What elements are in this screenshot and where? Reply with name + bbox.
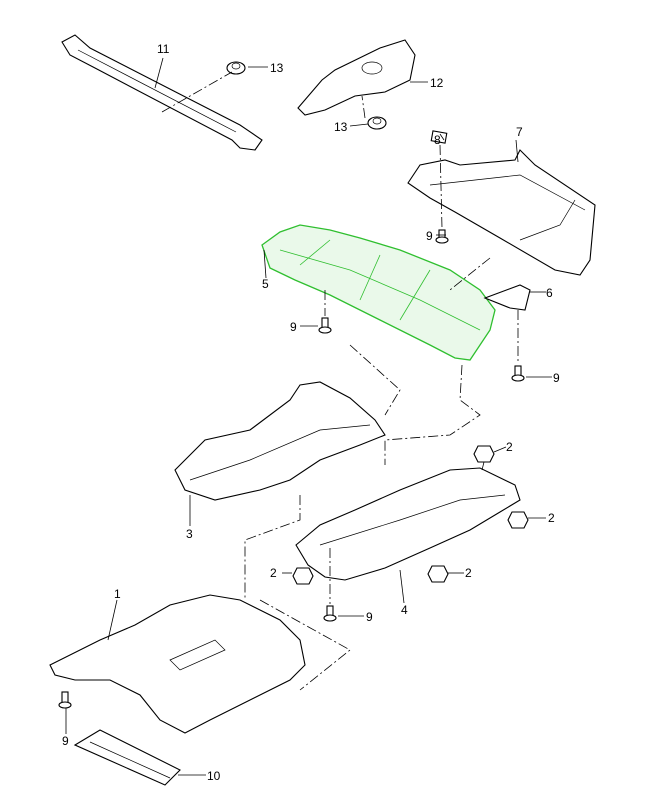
callout-6: 6 (546, 286, 553, 300)
part-1-front-panel[interactable] (49, 594, 306, 734)
callout-9: 9 (426, 229, 433, 243)
callout-11: 11 (157, 42, 170, 56)
leader-lines (65, 57, 552, 776)
callout-9: 9 (62, 734, 69, 748)
part-5-center-panel-highlighted[interactable] (261, 224, 496, 361)
part-8-nut[interactable] (430, 130, 448, 144)
callout-2: 2 (270, 566, 277, 580)
part-10-skid-plate[interactable] (73, 729, 181, 786)
callout-2: 2 (465, 566, 472, 580)
nut-2 (292, 567, 314, 585)
nut-2 (427, 565, 449, 583)
nut-2 (473, 445, 495, 463)
part-13-clip[interactable] (226, 61, 387, 130)
nut-2 (507, 511, 529, 529)
callout-3: 3 (186, 527, 193, 541)
callout-9: 9 (290, 320, 297, 334)
part-3-panel[interactable] (174, 381, 386, 501)
callout-5: 5 (262, 277, 269, 291)
part-12-heat-shield[interactable] (297, 39, 416, 116)
callout-9: 9 (366, 610, 373, 624)
bolt-9 (58, 691, 72, 709)
callout-2: 2 (506, 440, 513, 454)
part-7-rear-panel[interactable] (407, 149, 596, 276)
callout-9: 9 (553, 371, 560, 385)
bolt-9 (318, 317, 332, 334)
callout-2: 2 (548, 511, 555, 525)
part-4-panel[interactable] (295, 467, 521, 581)
callout-7: 7 (516, 125, 523, 139)
callout-1: 1 (114, 587, 121, 601)
alignment-lines (161, 71, 519, 691)
bolt-9 (435, 229, 449, 244)
bolt-9 (323, 605, 337, 622)
bolt-9 (511, 365, 525, 382)
callout-13: 13 (270, 61, 284, 75)
callout-12: 12 (430, 76, 444, 90)
fasteners (58, 229, 529, 709)
part-11-crossmember[interactable] (61, 34, 263, 151)
callout-4: 4 (401, 603, 408, 617)
callout-13: 13 (334, 120, 348, 134)
callout-10: 10 (207, 769, 221, 783)
part-6-bracket[interactable] (483, 284, 531, 311)
callout-8: 8 (434, 133, 441, 147)
